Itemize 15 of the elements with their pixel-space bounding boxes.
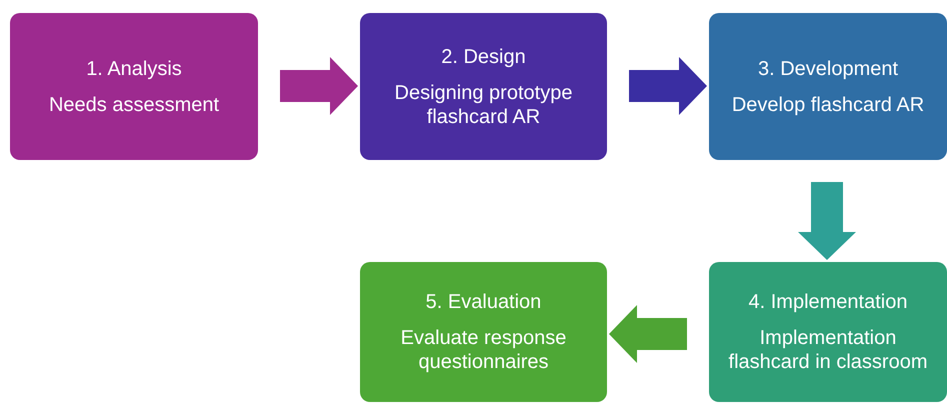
step-title: 1. Analysis [86,56,182,80]
step-description: Designing prototype flashcard AR [394,80,574,128]
step-title: 2. Design [441,44,526,68]
process-box [360,13,607,160]
step-description: Implementation flashcard in classroom [728,326,928,374]
step-title: 5. Evaluation [426,290,542,314]
step-description: Evaluate response questionnaires [400,326,568,374]
step-title: 4. Implementation [748,290,908,314]
process-box [360,262,607,402]
step-description: Develop flashcard AR [732,92,924,116]
process-box [709,262,947,402]
process-box [709,13,947,160]
step-description: Needs assessment [48,92,220,116]
step-title: 3. Development [758,56,898,80]
process-box [10,13,258,160]
